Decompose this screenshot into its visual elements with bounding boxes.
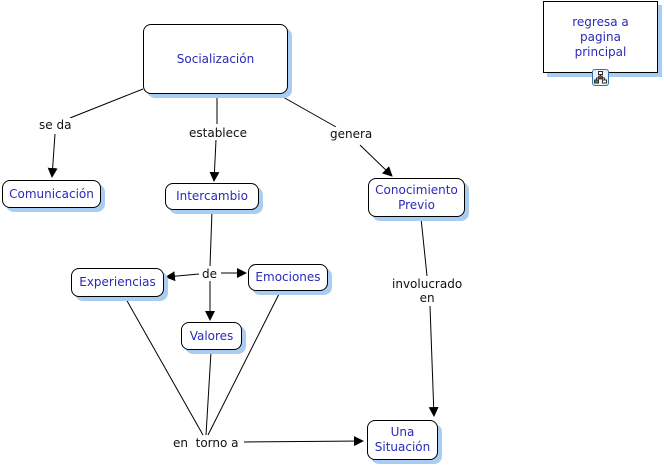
- concept-label: regresa a pagina principal: [572, 14, 629, 59]
- concept-label: Socialización: [176, 51, 255, 66]
- concept-intercambio[interactable]: Intercambio: [165, 183, 259, 210]
- line-socializacion-genera: [282, 96, 337, 128]
- concept-map-link-icon[interactable]: [592, 69, 609, 86]
- concept-una-situacion[interactable]: Una Situación: [367, 420, 438, 460]
- concept-emociones[interactable]: Emociones: [248, 264, 328, 291]
- concept-comunicacion[interactable]: Comunicación: [2, 180, 101, 208]
- concept-label: Conocimiento Previo: [375, 182, 458, 212]
- concept-label: Comunicación: [9, 186, 94, 201]
- concept-label: Intercambio: [176, 189, 248, 203]
- concept-regresa-pagina-principal[interactable]: regresa a pagina principal: [543, 1, 658, 73]
- line-experiencias-en-torno-a: [125, 298, 204, 436]
- concept-label: Experiencias: [79, 275, 156, 289]
- concept-label: Emociones: [255, 270, 321, 284]
- line-socializacion-se-da: [69, 88, 144, 119]
- linking-phrase-se-da[interactable]: se da: [37, 118, 74, 132]
- concept-valores[interactable]: Valores: [181, 322, 242, 350]
- line-valores-en-torno-a: [205, 351, 212, 436]
- arrow-en-torno-a-situacion: [243, 436, 364, 447]
- linking-phrase-genera[interactable]: genera: [328, 127, 375, 141]
- hierarchy-icon: [594, 71, 607, 84]
- linking-phrase-en-torno-a[interactable]: en torno a: [171, 436, 241, 450]
- line-intercambio-de: [209, 210, 213, 267]
- concept-experiencias[interactable]: Experiencias: [71, 268, 164, 297]
- concept-label: Valores: [189, 328, 234, 343]
- concept-conocimiento-previo[interactable]: Conocimiento Previo: [368, 178, 465, 217]
- concept-socializacion[interactable]: Socialización: [143, 24, 288, 94]
- arrow-de-experiencias: [165, 271, 200, 282]
- arrow-se-da-comunicacion: [47, 133, 58, 178]
- line-conocimiento-involucrado: [420, 217, 428, 277]
- line-emociones-en-torno-a: [207, 291, 281, 436]
- arrow-genera-conocimiento: [359, 144, 393, 177]
- concept-label: Una Situación: [374, 425, 431, 454]
- linking-phrase-de[interactable]: de: [200, 267, 219, 281]
- arrow-establece-intercambio: [209, 139, 220, 182]
- linking-phrase-establece[interactable]: establece: [187, 126, 250, 140]
- linking-phrase-involucrado-en[interactable]: involucrado en: [390, 277, 465, 305]
- arrow-involucrado-situacion: [428, 305, 439, 417]
